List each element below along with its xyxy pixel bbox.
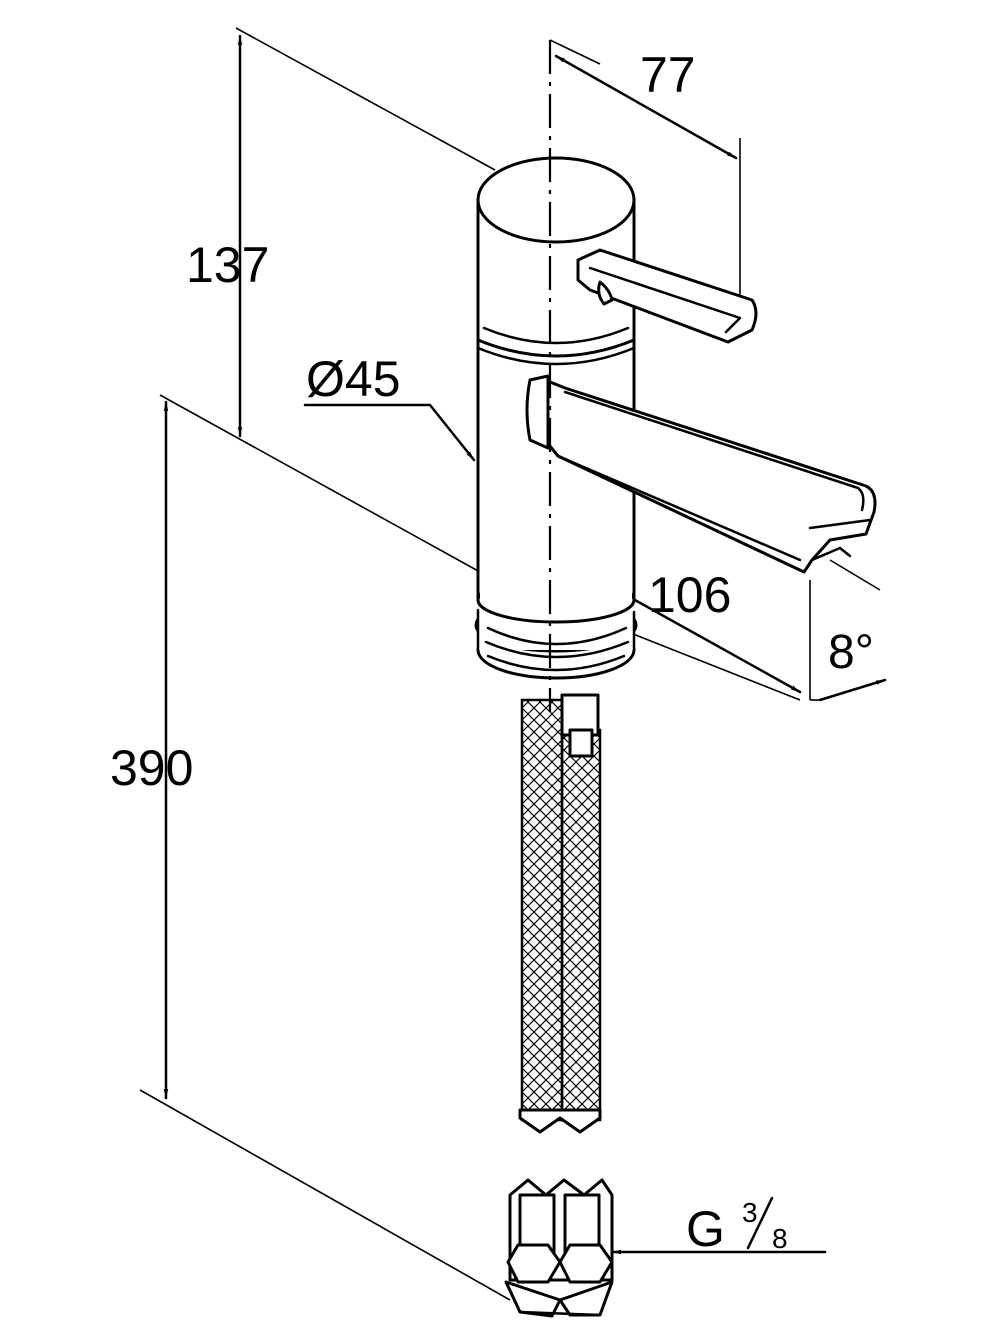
- dim-g-numerator: 3: [742, 1197, 758, 1228]
- hex-nut-right: [558, 1243, 614, 1284]
- dimension-labels: 77 137 Ø45 106 8° 390 G 3 8: [110, 47, 874, 1257]
- dim-77-line: [554, 54, 738, 160]
- fraction-slash: [746, 1196, 774, 1250]
- top-cap: [476, 203, 636, 358]
- dim-45-leader: [303, 403, 476, 462]
- dim-77-text: 77: [640, 47, 696, 103]
- hex-nut-left: [506, 1243, 562, 1284]
- dim-45-text: Ø45: [306, 351, 401, 407]
- dim-8-text: 8°: [828, 626, 874, 679]
- dim-g-denominator: 8: [772, 1223, 788, 1254]
- dim-106-text: 106: [648, 567, 731, 623]
- hose-right: [560, 728, 602, 1122]
- dim-137-text: 137: [186, 237, 269, 293]
- dim-8-angle: [818, 678, 887, 702]
- hose-left: [520, 698, 564, 1122]
- dim-g-text: G: [686, 1201, 725, 1257]
- dim-390-text: 390: [110, 740, 193, 796]
- faucet: [474, 156, 877, 1318]
- lever-handle: [576, 248, 758, 344]
